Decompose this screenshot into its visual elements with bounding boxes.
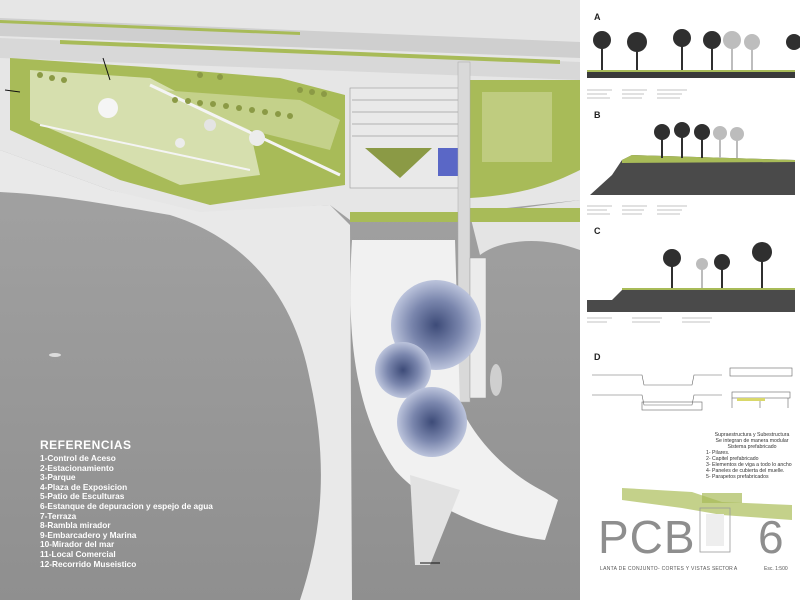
park-trees — [37, 72, 327, 119]
park-path-2 — [39, 124, 251, 171]
section-b-legend — [587, 205, 687, 215]
section-c-label: C — [594, 226, 601, 236]
park-lawn — [30, 70, 260, 185]
sheet-title: LANTA DE CONJUNTO- CORTES Y VISTAS — [600, 566, 711, 572]
park-right-lawn — [482, 92, 552, 162]
park-lawn-2 — [160, 90, 340, 150]
sheet-scale: Esc. 1:500 — [764, 566, 788, 572]
structure-notes: Supraestructura y Subestructura Se integ… — [706, 432, 798, 480]
structure-item: 4- Paneles de cubierta del muelle. — [706, 468, 785, 474]
sheet-box — [699, 507, 731, 553]
section-d-highlight — [737, 398, 765, 401]
reference-item: 4-Plaza de Exposicion — [40, 481, 128, 492]
structure-heading: Supraestructura y Subestructura — [714, 432, 790, 438]
structure-heading: Se integran de manera modular — [715, 438, 789, 444]
section-a-drawing — [587, 29, 800, 78]
jetty — [410, 475, 460, 565]
sheet-code: PCB — [598, 511, 696, 563]
plaza-circle — [98, 98, 118, 118]
structure-heading: Sistema prefabricado — [727, 444, 777, 450]
structure-item: 2- Capitel prefabricado — [706, 456, 759, 462]
exhibition-lawn — [365, 148, 432, 178]
references-list: REFERENCIAS 1-Control de Aceso 2-Estacio… — [40, 438, 213, 569]
reference-item: 1-Control de Aceso — [40, 453, 116, 463]
section-c-legend — [587, 317, 712, 323]
park-path — [149, 83, 341, 177]
structure-item: 3- Elementos de viga a todo lo ancho — [706, 462, 792, 468]
beach — [0, 150, 352, 600]
green-strip-2 — [350, 212, 460, 222]
boat — [490, 364, 502, 396]
sheet-number: 6 — [758, 511, 784, 563]
reference-item: 12-Recorrido Museistico — [40, 558, 137, 569]
references-title: REFERENCIAS — [40, 438, 132, 452]
median — [60, 40, 560, 64]
green-strip — [468, 208, 580, 222]
reference-item: 5-Patio de Esculturas — [40, 491, 125, 502]
section-d-label: D — [594, 352, 601, 362]
dome-3 — [397, 387, 467, 457]
dome-2 — [375, 342, 431, 398]
road-lower — [0, 38, 580, 80]
key-map — [622, 488, 792, 520]
section-b-drawing — [590, 122, 795, 195]
section-a-legend — [587, 89, 687, 99]
structure-item: 5- Parapetos prefabricados — [706, 474, 769, 480]
reference-item: 7-Terraza — [40, 510, 77, 521]
reference-item: 2-Estacionamiento — [40, 462, 114, 473]
exhibition-strips — [352, 99, 462, 137]
reference-item: 8-Rambla mirador — [40, 520, 111, 531]
plaza-circle-2 — [204, 119, 216, 131]
reference-item: 11-Local Comercial — [40, 548, 116, 559]
sections-panel — [587, 29, 800, 553]
structure-item: 1- Pilares. — [706, 450, 730, 456]
median-2 — [0, 20, 300, 35]
reference-item: 3-Parque — [40, 472, 76, 483]
section-c-drawing — [587, 242, 795, 312]
section-b-label: B — [594, 110, 601, 120]
sheet-sector: SECTOR A — [712, 566, 738, 572]
small-boat — [49, 353, 61, 357]
site-plan — [0, 0, 580, 600]
plaza-circle-4 — [175, 138, 185, 148]
reference-item: 6-Estanque de depuracion y espejo de agu… — [40, 500, 213, 511]
reference-item: 9-Embarcadero y Marina — [40, 529, 137, 540]
plaza-circle-3 — [249, 130, 265, 146]
section-a-label: A — [594, 12, 601, 22]
section-d-drawing — [592, 367, 793, 411]
reference-item: 10-Mirador del mar — [40, 539, 115, 550]
